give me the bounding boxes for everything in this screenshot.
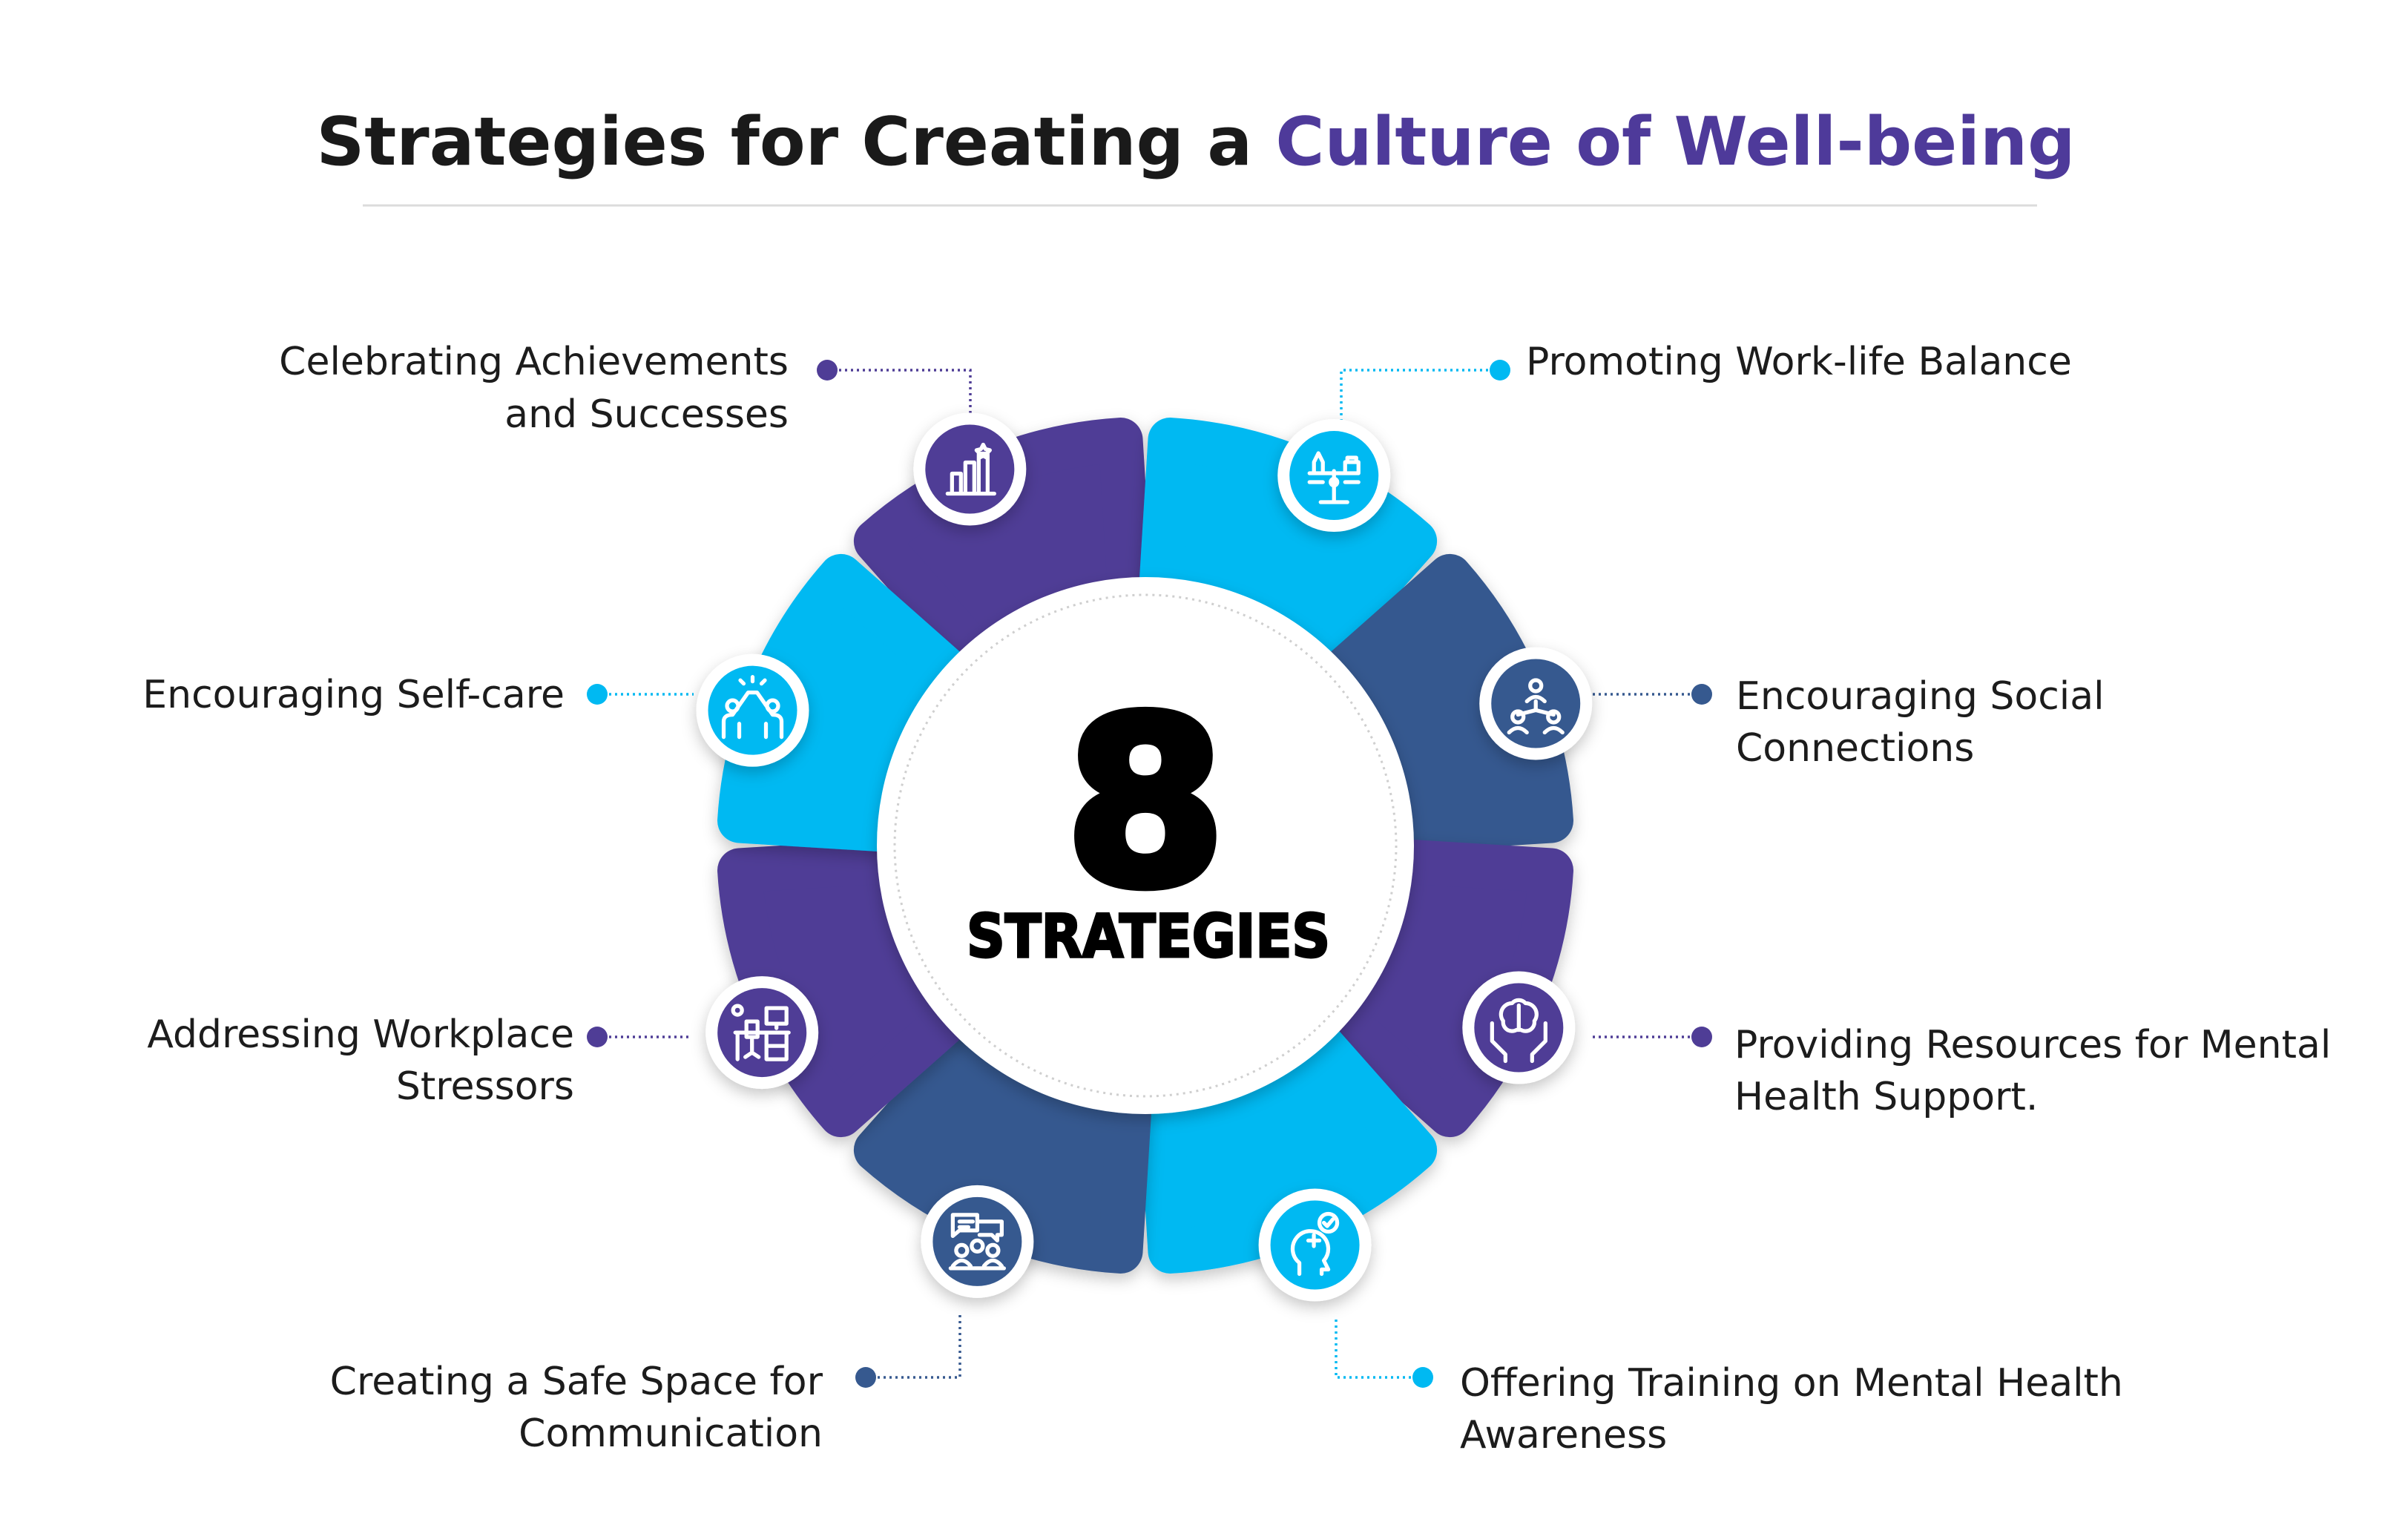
strategy-label: Providing Resources for Mental: [1734, 1023, 2331, 1067]
connector-line: [1340, 369, 1500, 432]
icon-badge: [1462, 971, 1576, 1084]
icon-badge: [705, 976, 819, 1090]
connector-dot: [1412, 1367, 1433, 1388]
strategy-label: Promoting Work-life Balance: [1526, 340, 2072, 384]
title-main: Strategies for Creating a: [316, 103, 1275, 181]
icon-group: [696, 412, 1593, 1302]
high-five-icon: [721, 675, 784, 740]
strategy-label: Addressing Workplace: [147, 1012, 574, 1057]
achievement-chart-icon: [945, 442, 996, 496]
connector-line: [1335, 1319, 1423, 1379]
icon-badge: [921, 1185, 1034, 1298]
mental-health-head-icon: [1290, 1211, 1340, 1277]
strategy-label: Communication: [519, 1412, 823, 1456]
strategy-count: 8: [1065, 670, 1226, 938]
connector-group: [587, 360, 1712, 1388]
connector-dot: [855, 1367, 876, 1388]
connector-dot: [587, 684, 608, 705]
icon-badge: [1277, 419, 1391, 533]
strategy-label: Creating a Safe Space for: [330, 1360, 823, 1404]
center-dotted-ring: [893, 593, 1398, 1098]
page-title: Strategies for Creating a Culture of Wel…: [316, 103, 2075, 181]
strategy-label: Celebrating Achievements: [279, 340, 789, 384]
brain-hands-icon: [1490, 998, 1547, 1064]
workplace-desk-icon: [731, 1004, 791, 1061]
strategy-label: Stressors: [396, 1064, 574, 1109]
title-accent: Culture of Well-being: [1275, 103, 2075, 181]
center-circle: [877, 577, 1414, 1114]
icon-badge-fill: [925, 424, 1015, 514]
connector-dot: [587, 1027, 608, 1047]
icon-badge: [696, 653, 809, 767]
social-network-icon: [1507, 678, 1565, 735]
icon-badge: [1258, 1188, 1372, 1302]
center-label: STRATEGIES: [967, 902, 1330, 971]
strategy-label: Encouraging Social: [1736, 674, 2105, 719]
strategy-label: Encouraging Self-care: [142, 673, 565, 717]
icon-badge-fill: [708, 665, 797, 755]
connector-dot: [1490, 360, 1510, 381]
strategy-label: and Successes: [504, 392, 789, 437]
strategy-label: Offering Training on Mental Health: [1460, 1361, 2123, 1406]
strategy-label: Health Support.: [1734, 1075, 2038, 1119]
connector-dot: [817, 360, 838, 381]
connector-dot: [1691, 684, 1712, 705]
group-chat-icon: [948, 1213, 1007, 1271]
connector-line: [866, 1311, 961, 1379]
balance-scale-icon: [1307, 451, 1361, 504]
connector-dot: [1691, 1027, 1712, 1047]
icon-badge: [913, 412, 1027, 526]
icon-badge: [1479, 647, 1593, 760]
strategy-label: Connections: [1736, 726, 1974, 771]
strategy-label: Awareness: [1460, 1413, 1667, 1458]
connector-line: [827, 369, 972, 420]
